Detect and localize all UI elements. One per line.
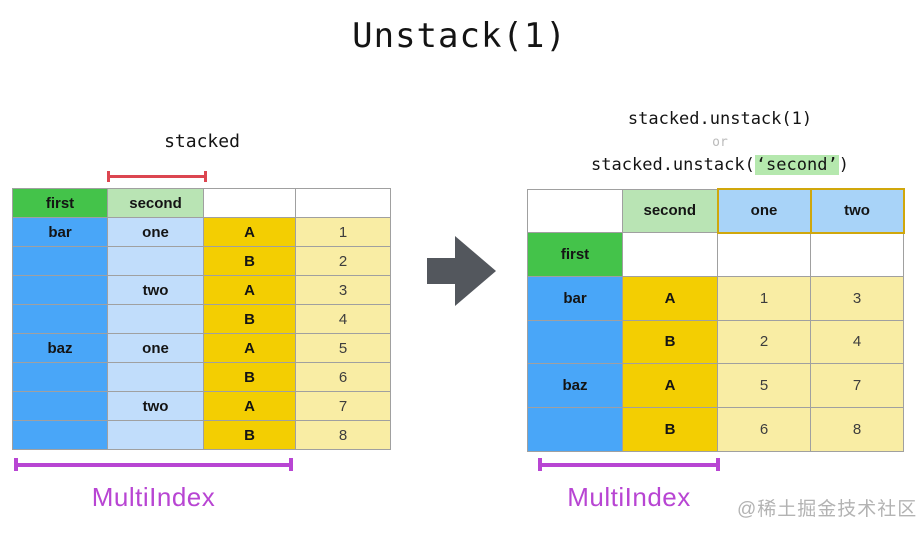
table-cell: 1 xyxy=(295,217,391,247)
table-cell: 7 xyxy=(295,391,391,421)
table-cell: 4 xyxy=(295,304,391,334)
table-row: first xyxy=(527,232,904,277)
table-cell: A xyxy=(203,217,296,247)
table-cell xyxy=(12,362,108,392)
table-cell: first xyxy=(12,188,108,218)
table-cell: baz xyxy=(527,363,623,408)
table-cell: one xyxy=(107,333,204,363)
table-cell: two xyxy=(107,275,204,305)
table-cell: B xyxy=(203,246,296,276)
table-cell: 6 xyxy=(295,362,391,392)
table-cell xyxy=(12,391,108,421)
right-multiindex-bracket xyxy=(538,458,720,471)
right-arrow-icon xyxy=(427,258,455,284)
table-cell: 2 xyxy=(717,319,811,365)
table-cell: baz xyxy=(12,333,108,363)
table-cell: 8 xyxy=(810,406,904,452)
code-snippet: stacked.unstack(1) or stacked.unstack(‘s… xyxy=(525,108,915,177)
table-cell: A xyxy=(622,363,718,408)
table-cell xyxy=(107,420,204,450)
table-cell: second xyxy=(107,188,204,218)
table-cell: 1 xyxy=(717,275,811,321)
left-multiindex-bracket xyxy=(14,458,293,471)
table-cell xyxy=(527,188,623,234)
table-cell xyxy=(810,232,904,277)
table-cell: A xyxy=(203,275,296,305)
table-cell: bar xyxy=(527,275,623,321)
table-cell: 6 xyxy=(717,406,811,452)
stacked-label: stacked xyxy=(164,131,240,152)
table-cell xyxy=(203,188,296,218)
table-cell: two xyxy=(107,391,204,421)
table-cell xyxy=(107,304,204,334)
table-cell xyxy=(107,362,204,392)
table-cell xyxy=(12,304,108,334)
table-cell: A xyxy=(203,333,296,363)
table-cell: bar xyxy=(12,217,108,247)
table-cell: 4 xyxy=(810,319,904,365)
table-cell: B xyxy=(622,406,718,452)
table-cell: B xyxy=(203,420,296,450)
table-cell: A xyxy=(203,391,296,421)
left-multiindex-label: MultiIndex xyxy=(91,482,216,512)
table-cell: 8 xyxy=(295,420,391,450)
page-title: Unstack(1) xyxy=(352,16,567,56)
table-cell: second xyxy=(622,188,718,234)
table-cell: one xyxy=(107,217,204,247)
watermark: @稀土掘金技术社区 xyxy=(737,499,918,520)
table-cell: B xyxy=(622,319,718,365)
table-cell xyxy=(12,420,108,450)
table-cell: 3 xyxy=(295,275,391,305)
table-cell: A xyxy=(622,275,718,321)
right-multiindex-label: MultiIndex xyxy=(567,482,691,512)
table-cell xyxy=(107,246,204,276)
code-line-2: stacked.unstack(‘second’) xyxy=(591,155,849,175)
table-cell: 7 xyxy=(810,363,904,408)
table-cell: 3 xyxy=(810,275,904,321)
table-cell: two xyxy=(809,188,905,234)
table-cell: 5 xyxy=(295,333,391,363)
table-cell: 2 xyxy=(295,246,391,276)
table-cell: first xyxy=(527,232,623,277)
table-cell xyxy=(622,232,718,277)
table-cell xyxy=(12,246,108,276)
table-cell xyxy=(527,319,623,365)
second-column-measure-bracket xyxy=(107,171,207,182)
table-cell: one xyxy=(716,188,812,234)
highlighted-arg: ‘second’ xyxy=(754,155,839,175)
right-arrow-icon-head xyxy=(455,236,496,306)
table-cell xyxy=(295,188,391,218)
table-cell: 5 xyxy=(717,363,811,408)
table-cell: B xyxy=(203,362,296,392)
table-cell xyxy=(527,406,623,452)
code-or-label: or xyxy=(712,135,728,150)
table-cell xyxy=(12,275,108,305)
table-cell xyxy=(717,232,811,277)
code-line-1: stacked.unstack(1) xyxy=(627,109,813,129)
table-cell: B xyxy=(203,304,296,334)
